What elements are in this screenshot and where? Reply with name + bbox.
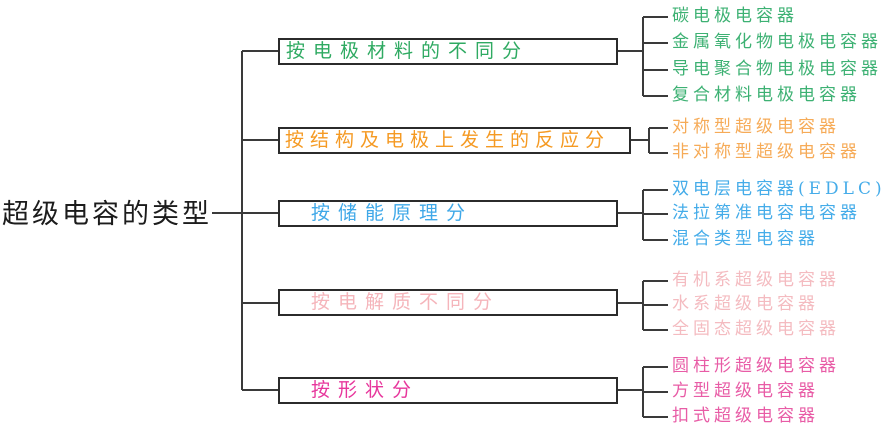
branch-box-electrode-material: 按电极材料的不同分: [278, 38, 618, 65]
leaf-item: 有机系超级电容器: [672, 270, 840, 291]
leaf-item: 碳电极电容器: [672, 6, 798, 27]
branch-box-shape: 按形状分: [278, 377, 618, 404]
branch-box-structure-reaction: 按结构及电极上发生的反应分: [278, 127, 631, 154]
branch-box-energy-storage-principle: 按储能原理分: [278, 200, 618, 227]
branch-label: 按形状分: [311, 379, 420, 401]
branch-box-electrolyte: 按电解质不同分: [278, 289, 618, 316]
branch-label: 按电极材料的不同分: [286, 40, 530, 62]
leaf-item: 圆柱形超级电容器: [672, 356, 840, 377]
leaf-item: 水系超级电容器: [672, 294, 819, 315]
leaf-item: 非对称型超级电容器: [672, 142, 861, 163]
leaf-item: 扣式超级电容器: [672, 406, 819, 427]
root-label: 超级电容的类型: [2, 198, 212, 230]
leaf-item: 对称型超级电容器: [672, 117, 840, 138]
branch-label: 按结构及电极上发生的反应分: [285, 129, 611, 151]
branch-label: 按电解质不同分: [311, 291, 501, 313]
leaf-item: 导电聚合物电极电容器: [672, 59, 882, 80]
branch-label: 按储能原理分: [311, 202, 474, 224]
leaf-item: 方型超级电容器: [672, 381, 819, 402]
leaf-item: 全固态超级电容器: [672, 319, 840, 340]
leaf-item: 法拉第准电容电容器: [672, 203, 861, 224]
leaf-item: 复合材料电极电容器: [672, 85, 861, 106]
leaf-item: 双电层电容器(EDLC): [672, 179, 886, 200]
leaf-item: 混合类型电容器: [672, 229, 819, 250]
leaf-item: 金属氧化物电极电容器: [672, 32, 882, 53]
